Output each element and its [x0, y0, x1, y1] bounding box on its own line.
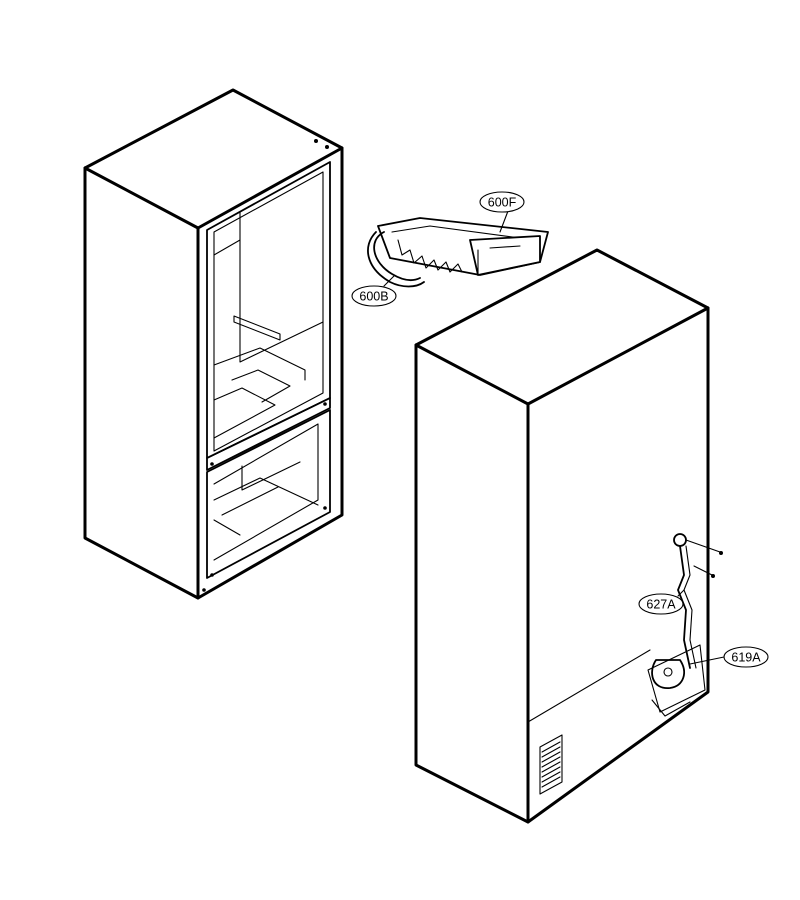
callout-label-600F: 600F: [488, 196, 517, 210]
water-valve-assembly: [647, 533, 723, 717]
vent-grille: [539, 734, 563, 795]
callout-627A[interactable]: 627A: [638, 589, 685, 615]
cabinet-rear-view: [414, 248, 723, 824]
callout-label-600B: 600B: [359, 290, 388, 304]
callout-label-619A: 619A: [731, 651, 761, 665]
ice-maker-assembly: [367, 217, 549, 288]
callout-619A[interactable]: 619A: [689, 646, 769, 668]
cabinet-front-view: [83, 88, 344, 600]
callout-600B[interactable]: 600B: [351, 275, 397, 307]
callout-label-627A: 627A: [646, 598, 676, 612]
callout-600F[interactable]: 600F: [479, 191, 525, 233]
